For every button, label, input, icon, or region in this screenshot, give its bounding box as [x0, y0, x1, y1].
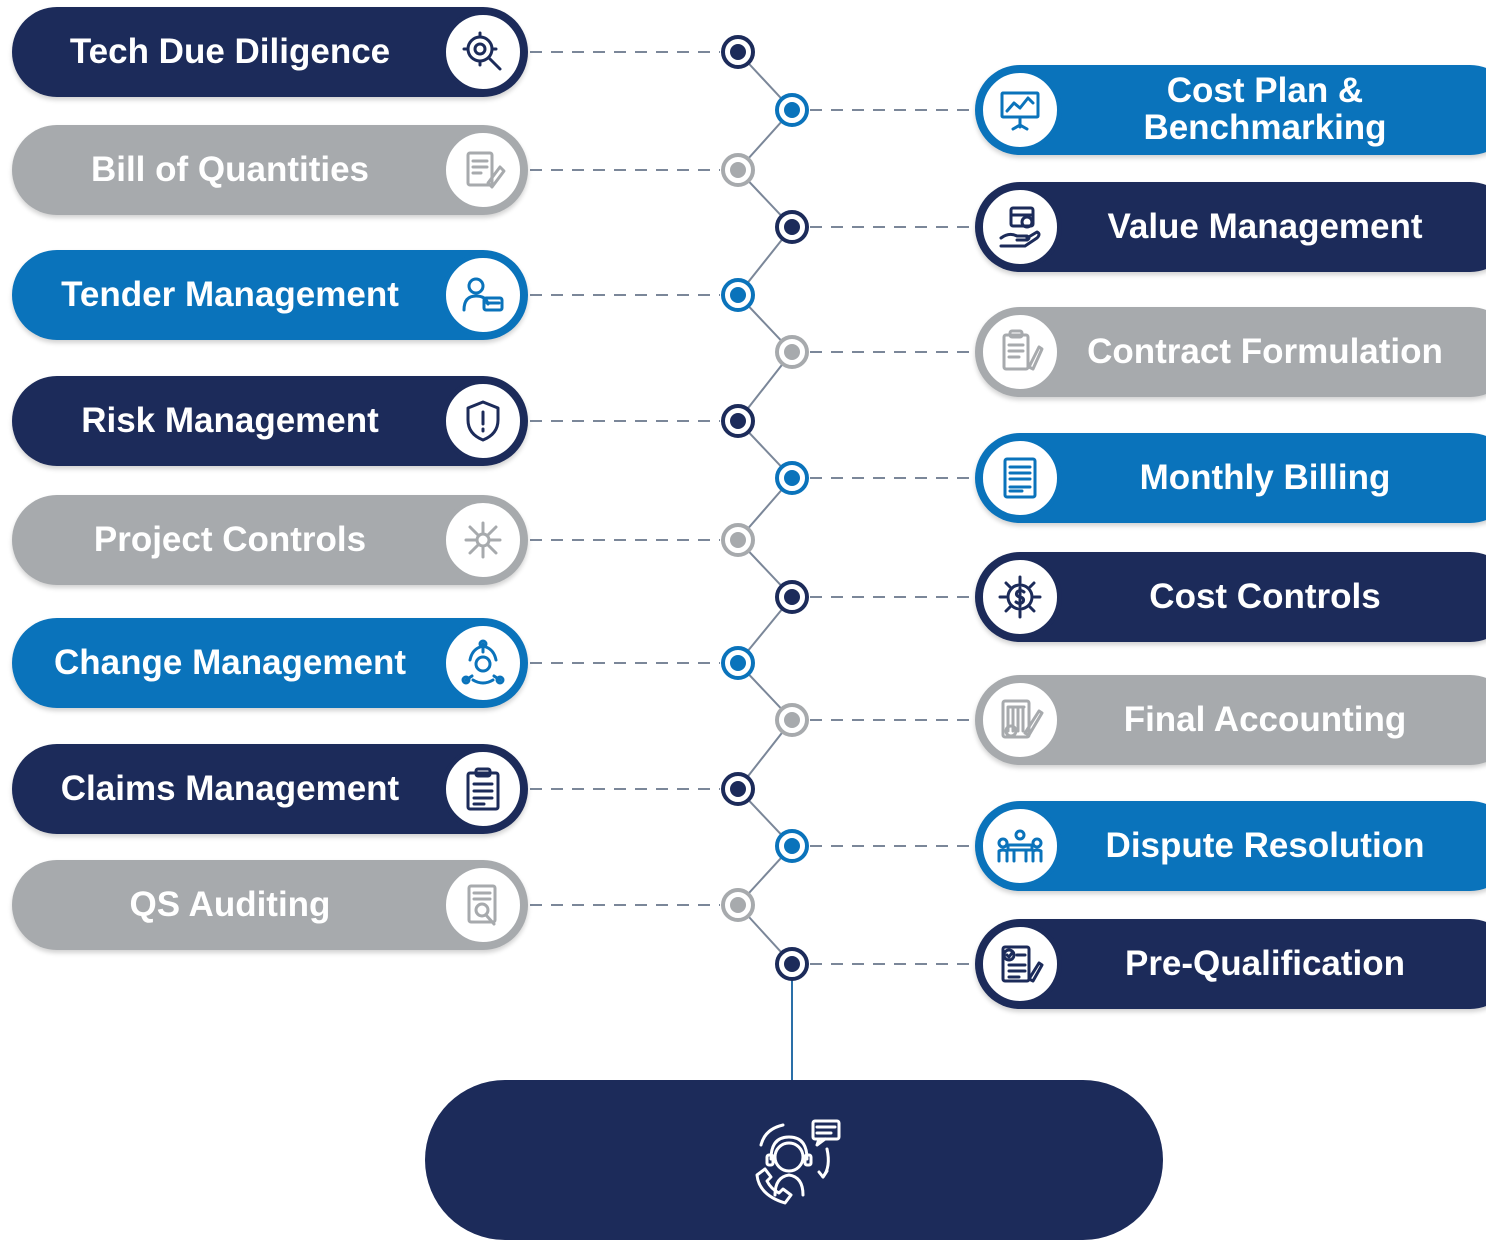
left-node-dot-7	[730, 781, 746, 797]
left-node-dot-5	[730, 532, 746, 548]
right-node-dot-2	[784, 219, 800, 235]
service-project-controls: Project Controls	[12, 495, 528, 585]
service-final-accounting: Final Accounting	[975, 675, 1486, 765]
meeting-table-icon	[978, 804, 1062, 888]
service-monthly-billing: Monthly Billing	[975, 433, 1486, 523]
service-bill-of-quantities: Bill of Quantities	[12, 125, 528, 215]
service-label: Risk Management	[81, 400, 379, 440]
left-node-dot-2	[730, 162, 746, 178]
support-panel	[425, 1080, 1163, 1240]
audit-document-icon	[441, 863, 525, 947]
service-risk-management: Risk Management	[12, 376, 528, 466]
service-label: Cost Controls	[1149, 576, 1381, 616]
clipboard-icon	[441, 747, 525, 831]
service-value-management: Value Management	[975, 182, 1486, 272]
service-label: Value Management	[1107, 206, 1423, 246]
service-pre-qualification: Pre-Qualification	[975, 919, 1486, 1009]
service-change-management: Change Management	[12, 618, 528, 708]
service-cost-plan-and-benchmarking: Cost Plan & Benchmarking	[975, 65, 1486, 155]
service-label: Tender Management	[61, 274, 399, 314]
service-contract-formulation: Contract Formulation	[975, 307, 1486, 397]
service-qs-auditing: QS Auditing	[12, 860, 528, 950]
service-dispute-resolution: Dispute Resolution	[975, 801, 1486, 891]
service-label: QS Auditing	[129, 884, 331, 924]
search-gear-icon	[441, 10, 525, 94]
bill-icon	[978, 436, 1062, 520]
service-label: Pre-Qualification	[1124, 943, 1406, 983]
right-node-dot-7	[784, 838, 800, 854]
service-claims-management: Claims Management	[12, 744, 528, 834]
right-node-dot-3	[784, 344, 800, 360]
service-label: Change Management	[54, 642, 406, 682]
left-node-dot-3	[730, 287, 746, 303]
service-tender-management: Tender Management	[12, 250, 528, 340]
ledger-pen-icon	[978, 678, 1062, 762]
cycle-people-icon	[441, 621, 525, 705]
service-label: Monthly Billing	[1139, 457, 1391, 497]
right-node-dot-5	[784, 589, 800, 605]
document-pen-icon	[441, 128, 525, 212]
person-card-icon	[441, 253, 525, 337]
service-label: Contract Formulation	[1087, 331, 1443, 371]
customer-support-icon	[755, 1119, 841, 1205]
left-node-dot-1	[730, 44, 746, 60]
service-label: Tech Due Diligence	[69, 31, 391, 71]
service-label: Final Accounting	[1123, 699, 1407, 739]
shield-hand-icon	[441, 379, 525, 463]
right-node-dot-4	[784, 470, 800, 486]
left-node-dot-8	[730, 897, 746, 913]
service-tech-due-diligence: Tech Due Diligence	[12, 7, 528, 97]
service-label: Project Controls	[93, 519, 367, 559]
right-node-dot-1	[784, 102, 800, 118]
dollar-gear-icon	[978, 555, 1062, 639]
presentation-chart-icon	[978, 68, 1062, 152]
network-hub-icon	[441, 498, 525, 582]
service-label: Cost Plan & Benchmarking	[1143, 71, 1387, 147]
service-label: Dispute Resolution	[1105, 825, 1425, 865]
timeline-zigzag	[736, 51, 794, 965]
service-cost-controls: Cost Controls	[975, 552, 1486, 642]
right-node-dot-6	[784, 712, 800, 728]
left-node-dot-4	[730, 413, 746, 429]
contract-pen-icon	[978, 310, 1062, 394]
right-node-dot-8	[784, 956, 800, 972]
checklist-pen-icon	[978, 922, 1062, 1006]
service-label: Bill of Quantities	[90, 149, 370, 189]
hand-box-icon	[978, 185, 1062, 269]
service-label: Claims Management	[60, 768, 400, 808]
left-node-dot-6	[730, 655, 746, 671]
